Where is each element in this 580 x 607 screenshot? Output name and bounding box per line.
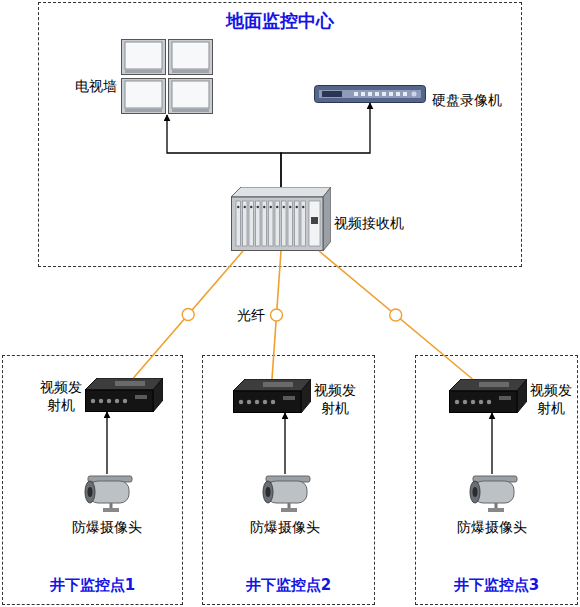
video-transmitter: 视频发射机 xyxy=(449,379,527,413)
explosion-proof-camera: 防爆摄像头 xyxy=(81,474,133,512)
signal-arrow xyxy=(281,103,370,187)
device-label: 视频发射机 xyxy=(39,378,83,414)
tx-illustration xyxy=(85,378,163,412)
video-receiver: 视频接收机 xyxy=(231,187,331,251)
device-label: 防爆摄像头 xyxy=(442,518,542,536)
explosion-proof-camera: 防爆摄像头 xyxy=(259,474,311,512)
optical-fiber xyxy=(319,251,472,379)
rx-illustration xyxy=(231,187,331,251)
fiber-marker xyxy=(390,309,402,321)
device-label: 视频发射机 xyxy=(529,381,573,417)
device-label: 防爆摄像头 xyxy=(235,518,335,536)
zone-title: 地面监控中心 xyxy=(39,9,521,33)
zone-title: 井下监控点2 xyxy=(203,575,374,596)
dvr-illustration xyxy=(314,85,426,103)
monitor-zone: 井下监控点1 视频发射机防爆摄像头 xyxy=(2,355,183,605)
fiber-marker xyxy=(182,309,194,321)
zone-title: 井下监控点1 xyxy=(3,575,182,596)
signal-arrow xyxy=(284,413,285,474)
signal-arrow xyxy=(491,413,492,474)
monitor-zone: 井下监控点2 视频发射机防爆摄像头 xyxy=(202,355,375,605)
optical-fiber xyxy=(133,251,243,378)
signal-arrow xyxy=(167,115,281,187)
hard-disk-recorder: 硬盘录像机 xyxy=(314,85,426,103)
fiber-marker xyxy=(271,309,283,321)
signal-arrow xyxy=(106,412,107,474)
optical-fiber xyxy=(272,251,281,379)
tv-illustration xyxy=(121,39,213,115)
device-label: 视频接收机 xyxy=(334,214,424,232)
cam-illustration xyxy=(259,474,311,512)
edge-label: 光纤 xyxy=(237,307,265,325)
zone-title: 井下监控点3 xyxy=(416,575,577,596)
device-label: 硬盘录像机 xyxy=(432,91,522,109)
explosion-proof-camera: 防爆摄像头 xyxy=(466,474,518,512)
tv-wall: 电视墙 xyxy=(121,39,213,115)
tx-illustration xyxy=(449,379,527,413)
device-label: 视频发射机 xyxy=(313,381,357,417)
monitor-zone: 井下监控点3 视频发射机防爆摄像头 xyxy=(415,355,578,605)
video-transmitter: 视频发射机 xyxy=(233,379,311,413)
cam-illustration xyxy=(81,474,133,512)
monitor-zone: 地面监控中心电视墙硬盘录像机视频接收机 xyxy=(38,2,522,267)
tx-illustration xyxy=(233,379,311,413)
cam-illustration xyxy=(466,474,518,512)
device-label: 防爆摄像头 xyxy=(57,518,157,536)
video-transmitter: 视频发射机 xyxy=(85,378,163,412)
device-label: 电视墙 xyxy=(57,77,117,95)
